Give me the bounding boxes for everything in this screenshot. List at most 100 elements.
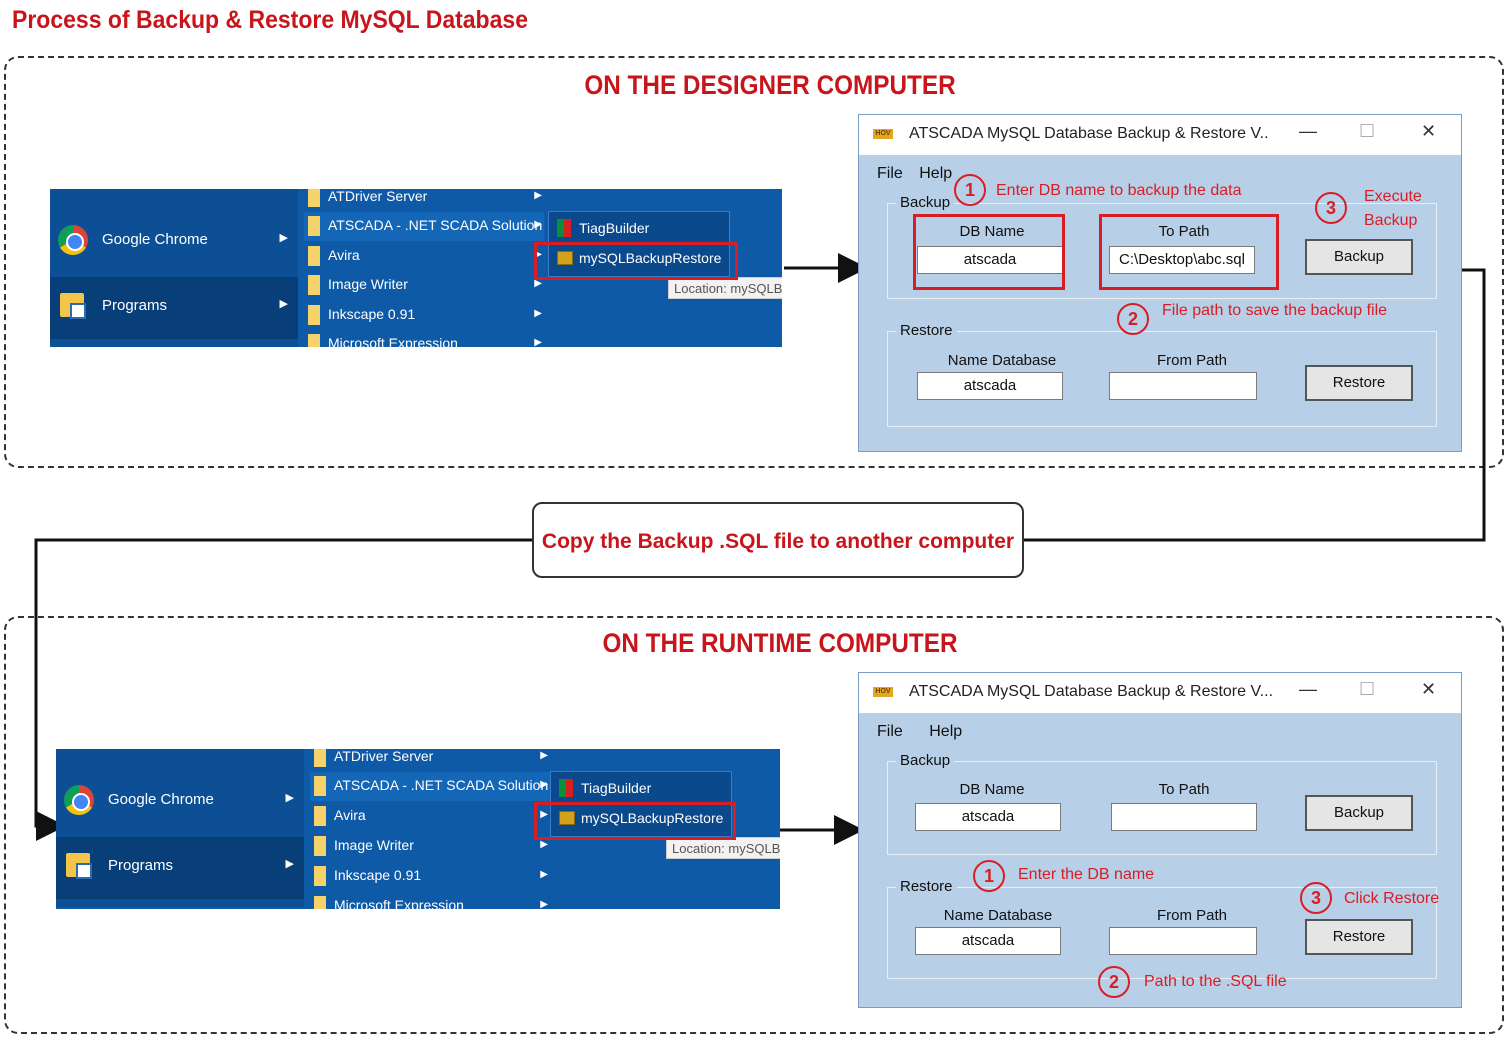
- to-path-field[interactable]: [1111, 803, 1257, 831]
- maximize-button[interactable]: ☐: [1359, 679, 1376, 699]
- db-name-field[interactable]: atscada: [915, 803, 1061, 831]
- name-database-field[interactable]: atscada: [917, 372, 1063, 400]
- chrome-icon: [58, 225, 88, 255]
- menu-item-label: Google Chrome: [102, 231, 208, 248]
- folder-icon: [314, 836, 326, 856]
- program-item-atscada[interactable]: ATSCADA - .NET SCADA Solution▶: [304, 212, 544, 241]
- program-label: ATDriver Server: [328, 189, 428, 204]
- backup-button[interactable]: Backup: [1305, 795, 1413, 831]
- name-database-label: Name Database: [947, 352, 1057, 369]
- tooltip: Location: mySQLB: [668, 277, 782, 299]
- program-item[interactable]: ATDriver Server▶: [310, 749, 550, 772]
- program-item[interactable]: Image Writer▶: [310, 832, 550, 861]
- program-item[interactable]: ATDriver Server▶: [304, 189, 544, 212]
- program-label: Avira: [334, 807, 366, 823]
- runtime-section-box: [4, 616, 1504, 1034]
- runtime-section-title: ON THE RUNTIME COMPUTER: [602, 628, 958, 658]
- chevron-right-icon: ▶: [279, 232, 288, 244]
- highlight-box: [534, 802, 736, 840]
- chevron-right-icon: ▶: [540, 899, 548, 909]
- menu-file[interactable]: File: [877, 165, 903, 182]
- submenu-label: mySQLBackupRestore: [581, 810, 724, 826]
- step-marker: 3: [1300, 882, 1332, 914]
- chevron-right-icon: ▶: [540, 779, 548, 790]
- menu-help[interactable]: Help: [929, 723, 963, 740]
- designer-section-box: [4, 56, 1504, 468]
- folder-icon: [308, 305, 320, 325]
- folder-icon: [314, 749, 326, 767]
- highlight-box: [534, 242, 738, 280]
- submenu-item-tiagbuilder[interactable]: TiagBuilder: [555, 774, 729, 802]
- designer-section-title: ON THE DESIGNER COMPUTER: [584, 70, 956, 100]
- start-menu-left-pane: Google Chrome ▶ Programs ▶: [50, 189, 298, 347]
- start-menu-bottom: Google Chrome ▶ Programs ▶ ATDriver Serv…: [56, 749, 780, 909]
- step-note: File path to save the backup file: [1162, 302, 1388, 319]
- program-label: Image Writer: [328, 276, 408, 292]
- chevron-right-icon: ▶: [534, 219, 542, 230]
- backup-button[interactable]: Backup: [1305, 239, 1413, 275]
- programs-icon: [60, 293, 86, 319]
- menu-item-programs[interactable]: Programs ▶: [56, 837, 304, 899]
- menu-item-programs[interactable]: Programs ▶: [50, 277, 298, 339]
- program-label: Avira: [328, 247, 360, 263]
- to-path-field[interactable]: C:\Desktop\abc.sql: [1109, 246, 1255, 274]
- page-title: Process of Backup & Restore MySQL Databa…: [12, 6, 528, 34]
- highlight-box: [913, 214, 1065, 290]
- close-button[interactable]: ✕: [1421, 679, 1437, 699]
- menu-item-google-chrome[interactable]: Google Chrome ▶: [56, 771, 304, 833]
- db-name-label: DB Name: [959, 781, 1025, 798]
- step-marker: 2: [1117, 303, 1149, 335]
- backup-group-label: Backup: [896, 752, 955, 769]
- step-note: Enter the DB name: [1018, 866, 1155, 883]
- program-item-atscada[interactable]: ATSCADA - .NET SCADA Solution▶: [310, 772, 550, 801]
- program-item[interactable]: Inkscape 0.91 ▶: [310, 862, 550, 891]
- restore-button[interactable]: Restore: [1305, 919, 1413, 955]
- program-item[interactable]: Microsoft Expression ▶: [310, 892, 550, 909]
- backup-group: Backup: [887, 752, 1437, 855]
- minimize-button[interactable]: —: [1299, 679, 1317, 699]
- chevron-right-icon: ▶: [540, 869, 548, 880]
- minimize-button[interactable]: —: [1299, 121, 1317, 141]
- name-database-label: Name Database: [943, 907, 1053, 924]
- step-marker: 1: [954, 174, 986, 206]
- restore-group-label: Restore: [896, 322, 957, 339]
- from-path-field[interactable]: [1109, 927, 1257, 955]
- program-item[interactable]: Microsoft Expression▶: [304, 330, 544, 347]
- menu-item-google-chrome[interactable]: Google Chrome ▶: [50, 211, 298, 273]
- restore-button[interactable]: Restore: [1305, 365, 1413, 401]
- menu-file[interactable]: File: [877, 723, 903, 740]
- program-label: Microsoft Expression: [334, 897, 464, 909]
- submenu-item-mysqlbackuprestore[interactable]: mySQLBackupRestore: [555, 804, 729, 832]
- program-label: Inkscape 0.91: [334, 867, 422, 883]
- folder-icon: [308, 275, 320, 295]
- submenu-item-mysqlbackuprestore[interactable]: mySQLBackupRestore: [553, 244, 727, 272]
- chevron-right-icon: ▶: [534, 249, 542, 260]
- submenu-item-tiagbuilder[interactable]: TiagBuilder: [553, 214, 727, 242]
- submenu-label: mySQLBackupRestore: [579, 250, 722, 266]
- program-item[interactable]: Avira ▶: [304, 242, 544, 271]
- copy-step-box: Copy the Backup .SQL file to another com…: [532, 502, 1024, 578]
- chrome-icon: [64, 785, 94, 815]
- program-label: ATSCADA - .NET SCADA Solution: [328, 217, 543, 233]
- name-database-field[interactable]: atscada: [915, 927, 1061, 955]
- program-item[interactable]: Avira ▶: [310, 802, 550, 831]
- close-button[interactable]: ✕: [1421, 121, 1437, 141]
- folder-icon: [314, 776, 326, 796]
- chevron-right-icon: ▶: [540, 809, 548, 820]
- maximize-button[interactable]: ☐: [1359, 121, 1376, 141]
- from-path-field[interactable]: [1109, 372, 1257, 400]
- program-item[interactable]: Image Writer ▶: [304, 271, 544, 300]
- menu-help[interactable]: Help: [919, 165, 953, 182]
- chevron-right-icon: ▶: [540, 839, 548, 850]
- menu-item-label: Programs: [102, 297, 168, 314]
- window-title: ATSCADA MySQL Database Backup & Restore …: [909, 125, 1269, 142]
- backup-restore-dialog-bottom: HOV ATSCADA MySQL Database Backup & Rest…: [858, 672, 1462, 1008]
- tiagbuilder-icon: [559, 779, 573, 797]
- chevron-right-icon: ▶: [534, 278, 542, 289]
- mysql-backup-icon: [557, 251, 573, 265]
- program-item[interactable]: Inkscape 0.91▶: [304, 301, 544, 330]
- db-name-field[interactable]: atscada: [917, 246, 1063, 274]
- submenu-label: TiagBuilder: [579, 220, 650, 236]
- mysql-backup-icon: [559, 811, 575, 825]
- step-note: Backup: [1364, 212, 1418, 229]
